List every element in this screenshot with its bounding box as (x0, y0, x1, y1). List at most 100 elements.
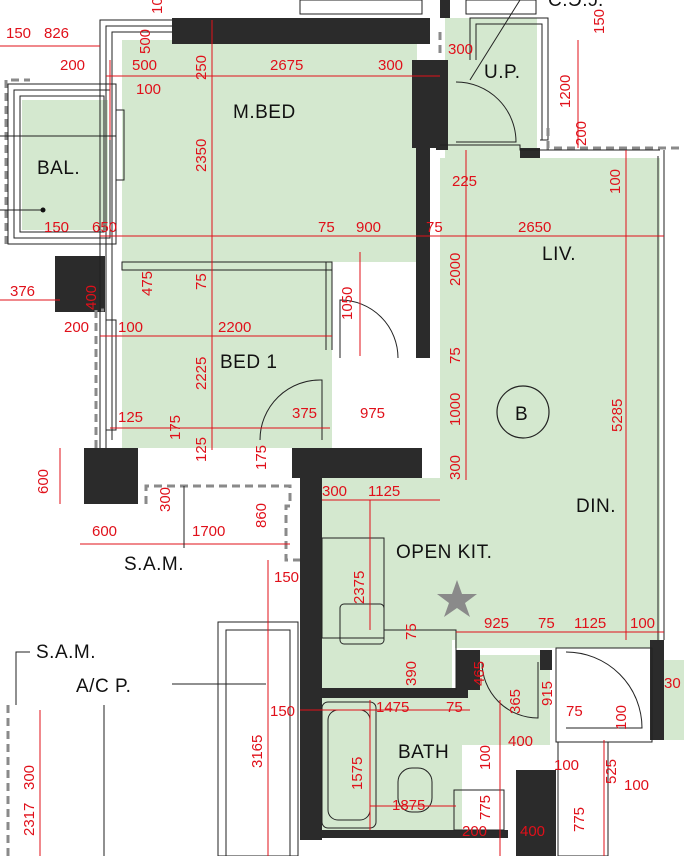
dimension-texts-vertical: 100 500 250 1200 150 2350 100 200 225 10… (21, 0, 649, 836)
dim-175a: 175 (167, 415, 184, 440)
outlines (7, 0, 665, 856)
dim-2317: 2317 (21, 803, 38, 836)
mbed-door (339, 299, 399, 359)
dim-300a: 300 (378, 57, 403, 74)
dim-2375: 2375 (351, 571, 368, 604)
dim-175b: 175 (253, 445, 270, 470)
balcony-inner2 (19, 95, 105, 233)
dim-2200: 2200 (218, 319, 251, 336)
dim-400a: 400 (83, 285, 100, 310)
top-window (299, 0, 423, 15)
dim-2675: 2675 (270, 57, 303, 74)
room-label-liv: LIV. (542, 244, 576, 265)
bedroom-1-floor (122, 262, 332, 448)
master-bedroom-floor (122, 40, 417, 262)
dim-5285: 5285 (609, 399, 626, 432)
dim-100i: 100 (624, 777, 649, 794)
dim-1700: 1700 (192, 523, 225, 540)
bathtub (321, 701, 377, 829)
room-label-bal: BAL. (37, 158, 80, 179)
leaders (0, 0, 521, 705)
dim-200c: 200 (462, 823, 487, 840)
wall-top-mbed (172, 18, 430, 44)
dim-900: 900 (356, 219, 381, 236)
dim-775b: 775 (571, 807, 588, 832)
dim-100e: 100 (630, 615, 655, 632)
dim-100h: 100 (118, 319, 143, 336)
dim-125b: 125 (193, 437, 210, 462)
small-door (565, 651, 643, 729)
balcony-floor (22, 100, 108, 230)
kitchen-floor (322, 480, 452, 690)
wall-bath-bottom (318, 830, 508, 838)
dim-300e: 300 (157, 487, 174, 512)
dim-1475: 1475 (376, 699, 409, 716)
dimension-texts: 150 826 200 500 2675 300 300 150 650 75 … (6, 25, 681, 840)
dim-1000: 1000 (447, 393, 464, 426)
room-label-bath: BATH (398, 742, 449, 763)
up-door (455, 81, 517, 143)
wall-right-col (650, 640, 664, 740)
label-top-cut: C.Ɔ.ɔ. (548, 0, 604, 11)
top-right-window (465, 0, 537, 15)
dim-1575: 1575 (349, 757, 366, 790)
wall-column-bl (84, 448, 138, 504)
sam-dash-4 (4, 78, 30, 244)
dim-75e: 75 (403, 623, 420, 640)
dim-2650: 2650 (518, 219, 551, 236)
mbed-outline (99, 19, 172, 448)
dim-525: 525 (603, 759, 620, 784)
dim-100v1: 100 (149, 0, 166, 14)
mbed-outline2 (105, 25, 172, 448)
dim-200b: 200 (64, 319, 89, 336)
dim-375: 375 (292, 405, 317, 422)
dim-365: 365 (507, 689, 524, 714)
leader-bal-dot (40, 207, 46, 213)
dim-75a: 75 (318, 219, 335, 236)
dim-475: 475 (139, 271, 156, 296)
toilet (397, 767, 433, 813)
dim-1125b: 1125 (574, 615, 606, 632)
dim-150d: 150 (270, 703, 295, 720)
wall-bed1-block (55, 256, 105, 312)
sam-dash-1 (144, 484, 300, 562)
label-unit: B (515, 404, 528, 425)
dim-100v2: 100 (136, 81, 161, 98)
star-marker (437, 580, 477, 617)
dim-600v: 600 (35, 469, 52, 494)
dim-75g: 75 (446, 699, 463, 716)
label-sam-2: S.A.M. (36, 642, 96, 663)
dim-775a: 775 (477, 795, 494, 820)
bath-floor (322, 695, 462, 835)
wall-bottom-right (516, 770, 556, 856)
label-sam-1: S.A.M. (124, 554, 184, 575)
dim-500b: 500 (137, 29, 154, 54)
leader-sam-2 (15, 651, 30, 705)
unit-circle (496, 385, 550, 439)
dim-75b: 75 (426, 219, 443, 236)
bal-door (115, 109, 125, 181)
dim-1875: 1875 (392, 797, 425, 814)
dim-100h2: 100 (477, 745, 494, 770)
dim-860: 860 (253, 503, 270, 528)
dim-975: 975 (360, 405, 385, 422)
walls (55, 0, 664, 856)
dim-2000: 2000 (447, 253, 464, 286)
sam-dashed-lines (4, 32, 684, 856)
ac-platform-inner (225, 629, 291, 856)
leader-top (469, 0, 521, 81)
dim-200v: 200 (573, 121, 590, 146)
wall-bath-top (318, 688, 468, 698)
dim-75v: 75 (193, 273, 210, 290)
dim-125a: 125 (118, 409, 143, 426)
dim-100g: 100 (554, 757, 579, 774)
counter-l (383, 538, 457, 690)
dim-100f: 100 (613, 705, 630, 730)
dim-2225: 2225 (193, 357, 210, 390)
dim-300f: 300 (21, 765, 38, 790)
up-outline2 (475, 23, 543, 140)
ac-platform (217, 621, 299, 856)
basin (453, 789, 505, 831)
dim-400c: 400 (520, 823, 545, 840)
